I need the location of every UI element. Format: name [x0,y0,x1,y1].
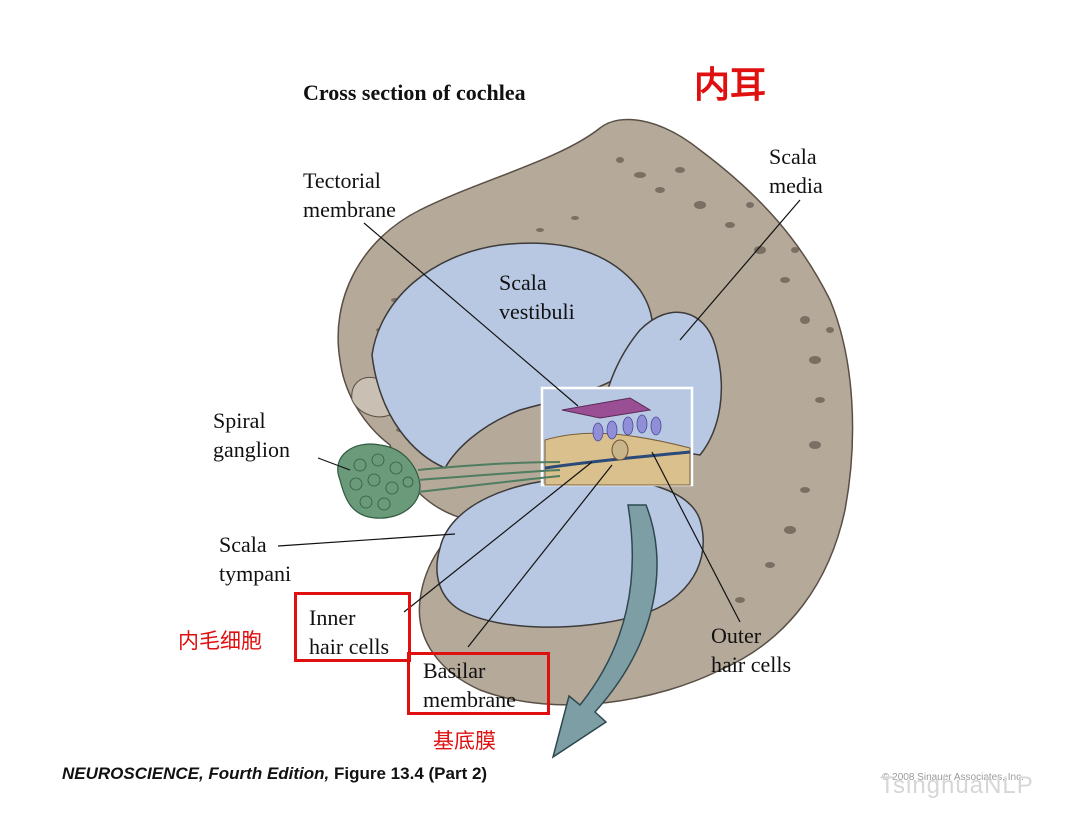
label-line: Scala [499,270,547,295]
label-line: Scala [769,144,817,169]
label-inner-hair-cells: Inner hair cells [309,603,389,661]
heading-cn: 内耳 [694,65,767,106]
label-line: Scala [219,532,267,557]
label-scala-vestibuli: Scala vestibuli [499,268,575,326]
basilar-membrane-highlight [407,652,550,715]
label-line: hair cells [309,634,390,659]
label-scala-media: Scala media [769,142,823,200]
label-spiral-ganglion: Spiral ganglion [213,406,290,464]
label-line: Outer [711,623,762,648]
label-line: membrane [303,197,396,222]
label-line: media [769,173,823,198]
tectorial-membrane-shape [561,397,652,419]
label-line: Basilar [423,658,486,683]
label-line: Tectorial [303,168,381,193]
label-inner-hair-cells-cn: 内毛细胞 [178,629,262,653]
label-scala-tympani: Scala tympani [219,530,291,588]
figure-reference: Figure 13.4 (Part 2) [334,764,488,783]
label-line: membrane [423,687,516,712]
copyright-note: © 2008 Sinauer Associates, Inc. [882,772,1024,783]
figure-title: Cross section of cochlea [303,80,526,105]
label-line: vestibuli [499,299,575,324]
watermark: TsinghuaNLP [880,772,1034,799]
spiral-ganglion-shape [337,443,561,519]
label-outer-hair-cells: Outer hair cells [711,621,791,679]
label-line: tympani [219,561,292,586]
figure-citation: NEUROSCIENCE, Fourth Edition, Figure 13.… [62,764,487,784]
direction-arrow [551,504,658,759]
book-title: NEUROSCIENCE, Fourth Edition, [62,764,330,783]
label-line: Spiral [213,408,266,433]
label-basilar-membrane-cn: 基底膜 [433,729,496,753]
label-line: ganglion [213,437,290,462]
label-line: hair cells [711,652,792,677]
hair-cells-shape [592,414,662,442]
inner-hair-cells-highlight [294,592,411,662]
label-basilar-membrane: Basilar membrane [423,656,516,714]
label-tectorial-membrane: Tectorial membrane [303,166,396,224]
leader-lines [277,199,801,648]
label-line: Inner [309,605,356,630]
